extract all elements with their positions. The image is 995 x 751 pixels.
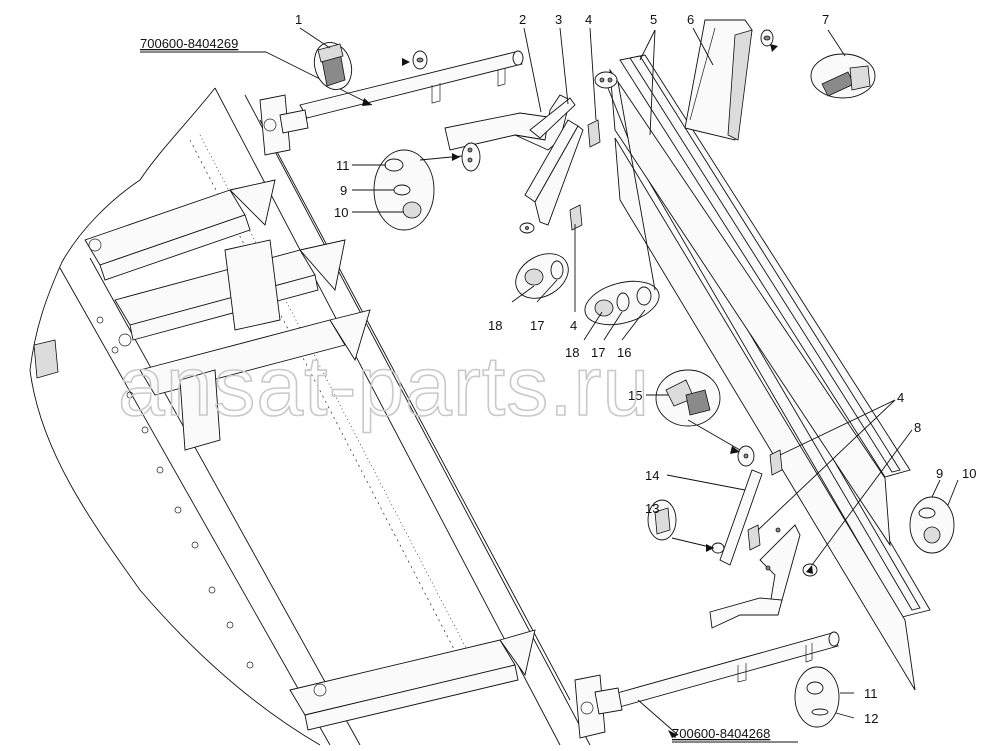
part-2-bracket [444, 94, 576, 151]
fastener-group-11-9-10-upper [373, 142, 481, 231]
callout-17: 17 [591, 345, 605, 360]
callout-4: 4 [897, 390, 904, 405]
part-6-angle [684, 19, 753, 141]
vehicle-frame [29, 87, 591, 746]
callout-8: 8 [914, 420, 921, 435]
callout-2: 2 [519, 12, 526, 27]
part-5-rails [609, 54, 931, 691]
bolt-7 [810, 53, 876, 99]
callout-14: 14 [645, 468, 659, 483]
assembly-ref-top: 700600-8404269 [140, 36, 238, 51]
assembly-ref-bottom: 700600-8404268 [672, 726, 770, 741]
assembly-references: 700600-8404269 700600-8404268 [140, 36, 798, 743]
fastener-group-11-12-lower [794, 666, 840, 728]
callout-3: 3 [555, 12, 562, 27]
upper-bracket-assembly [259, 50, 524, 156]
callout-6: 6 [687, 12, 694, 27]
callout-9: 9 [340, 183, 347, 198]
bolt-15 [655, 369, 721, 427]
callout-12: 12 [864, 711, 878, 726]
callout-10: 10 [962, 466, 976, 481]
callout-4: 4 [570, 318, 577, 333]
washer-upper-1 [412, 50, 428, 70]
callout-10: 10 [334, 205, 348, 220]
arrow-heads [362, 44, 813, 738]
washer-7 [760, 29, 774, 47]
callout-16: 16 [617, 345, 631, 360]
part-3-plate [524, 119, 584, 226]
callout-7: 7 [822, 12, 829, 27]
part-4-clips-lower [747, 449, 783, 551]
callout-9: 9 [936, 466, 943, 481]
callout-labels: 1 2 3 4 5 6 7 11 9 10 18 17 4 18 17 16 1… [295, 12, 976, 726]
part-8-bracket [709, 524, 818, 629]
callout-17: 17 [530, 318, 544, 333]
callout-15: 15 [628, 388, 642, 403]
callout-13: 13 [645, 501, 659, 516]
callout-1: 1 [295, 12, 302, 27]
callout-11: 11 [336, 158, 350, 173]
part-13-nut [647, 499, 725, 554]
part-14-plate [719, 469, 763, 566]
fastener-group-9-10-lower [909, 496, 955, 554]
callout-5: 5 [650, 12, 657, 27]
nut-group-18-17 [515, 253, 569, 299]
washer-15 [737, 445, 755, 467]
bolt-1 [313, 42, 353, 90]
callout-18: 18 [488, 318, 502, 333]
washer-3-upper [519, 222, 535, 234]
lower-bracket-assembly [574, 631, 840, 739]
callout-18: 18 [565, 345, 579, 360]
leader-lines [299, 27, 959, 719]
nut-group-18-17-16 [584, 280, 660, 326]
washer-4-upper [594, 71, 618, 89]
callout-4: 4 [585, 12, 592, 27]
watermark: ansat-parts.ru [118, 339, 650, 433]
part-4-clips-upper [569, 119, 601, 231]
callout-11: 11 [864, 686, 878, 701]
